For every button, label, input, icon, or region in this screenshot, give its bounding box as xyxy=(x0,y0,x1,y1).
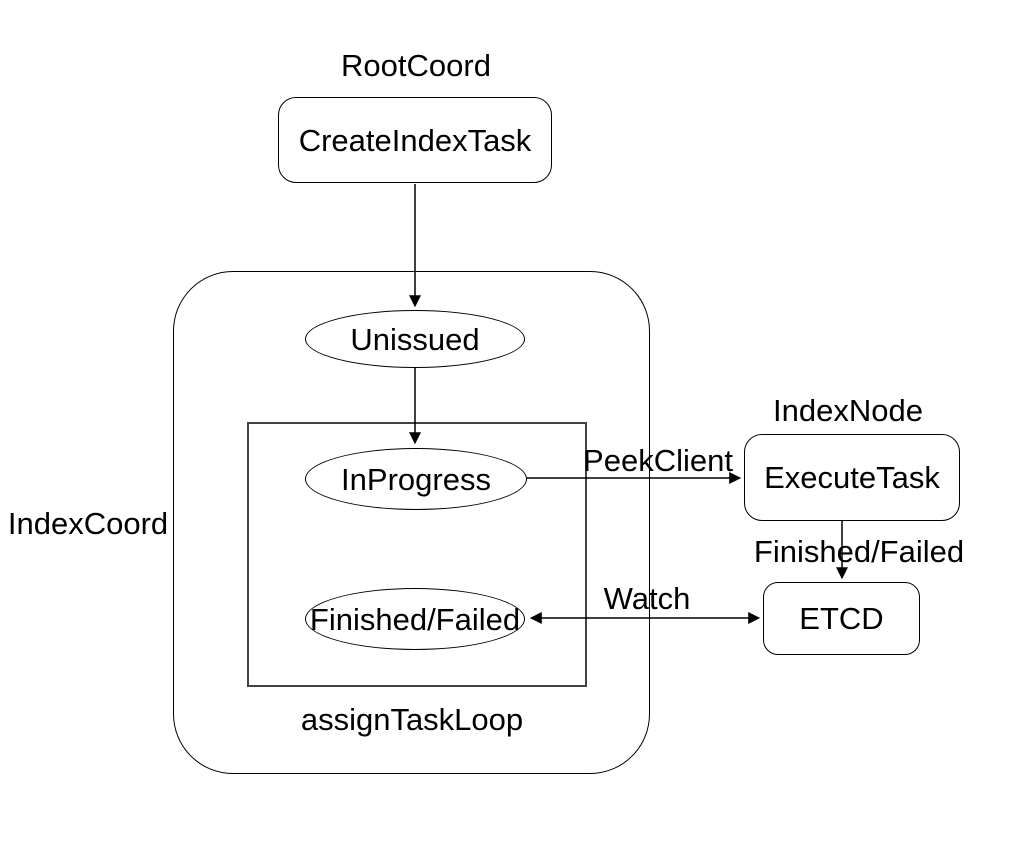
node-executetask-label: ExecuteTask xyxy=(764,460,940,495)
node-inprogress-label: InProgress xyxy=(341,461,491,497)
node-unissued: Unissued xyxy=(305,310,525,368)
label-assigntaskloop: assignTaskLoop xyxy=(300,702,524,737)
node-inprogress: InProgress xyxy=(305,448,527,510)
label-indexcoord: IndexCoord xyxy=(7,506,169,541)
node-etcd: ETCD xyxy=(763,582,920,655)
node-finished-failed: Finished/Failed xyxy=(305,588,525,650)
edge-label-peekclient: PeekClient xyxy=(583,443,733,478)
node-unissued-label: Unissued xyxy=(350,321,480,357)
indexcoord-container xyxy=(173,271,650,774)
label-indexnode: IndexNode xyxy=(773,393,923,428)
edge-label-finished-failed: Finished/Failed xyxy=(753,534,965,569)
node-etcd-label: ETCD xyxy=(799,601,884,636)
node-executetask: ExecuteTask xyxy=(744,434,960,521)
node-createindextask-label: CreateIndexTask xyxy=(298,122,532,158)
assigntaskloop-container xyxy=(247,422,587,687)
node-createindextask: CreateIndexTask xyxy=(278,97,552,183)
label-rootcoord: RootCoord xyxy=(341,48,491,83)
node-finished-failed-label: Finished/Failed xyxy=(309,601,521,637)
edge-label-watch: Watch xyxy=(603,581,691,616)
